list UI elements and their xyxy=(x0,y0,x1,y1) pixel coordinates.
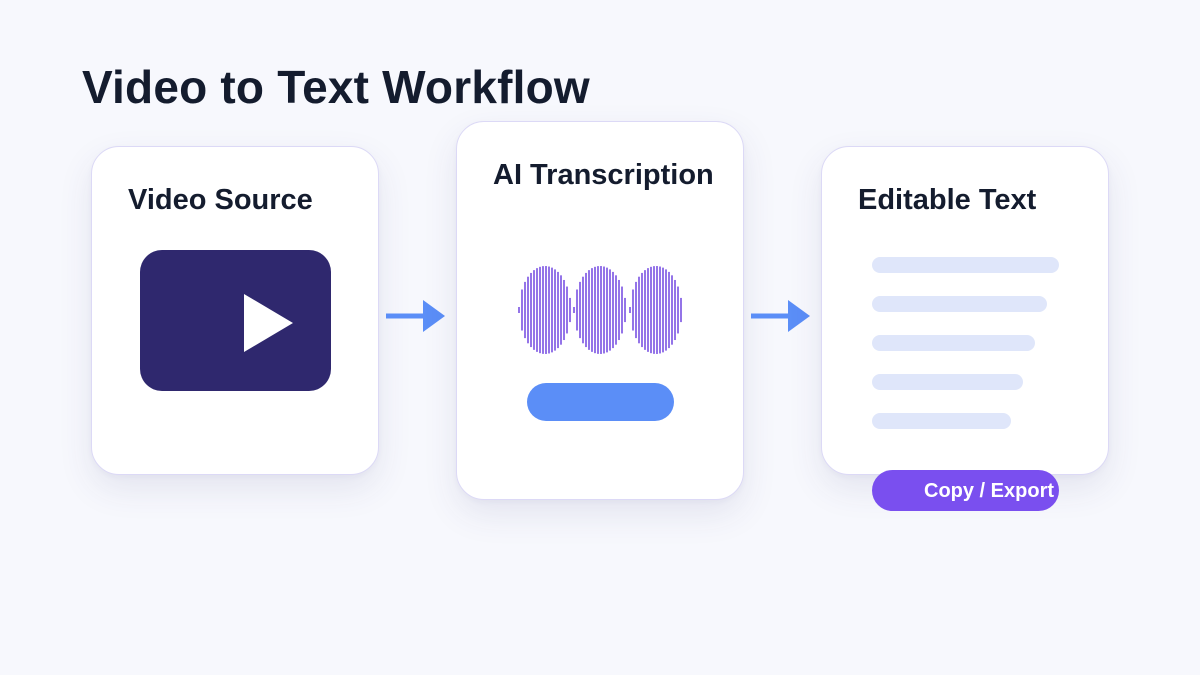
video-source-card: Video Source xyxy=(91,146,379,475)
waveform-bar xyxy=(677,286,679,334)
waveform-bar xyxy=(656,266,658,354)
editable-text-card: Editable Text xyxy=(821,146,1109,475)
waveform-bar xyxy=(569,297,571,323)
waveform-bar xyxy=(536,268,538,352)
waveform-bar xyxy=(600,266,602,354)
waveform-bar xyxy=(603,266,605,354)
waveform-bar xyxy=(594,266,596,354)
waveform-bar xyxy=(518,307,520,313)
waveform-bar xyxy=(644,270,646,350)
waveform-bar xyxy=(668,271,670,349)
text-line xyxy=(872,413,1011,429)
copy-export-label: Copy / Export xyxy=(924,480,1055,502)
waveform-bar xyxy=(662,267,664,353)
waveform-bar xyxy=(671,275,673,345)
waveform-bar xyxy=(647,268,649,352)
waveform-bar xyxy=(659,266,661,354)
video-source-title: Video Source xyxy=(128,184,313,216)
video-player xyxy=(140,250,331,391)
waveform-bar xyxy=(680,297,682,323)
waveform-bar xyxy=(554,269,556,351)
waveform-bar xyxy=(563,279,565,341)
play-icon xyxy=(244,294,293,352)
waveform-bar xyxy=(551,267,553,353)
waveform-bar xyxy=(638,276,640,344)
waveform-bar xyxy=(650,266,652,354)
waveform-bar xyxy=(557,271,559,349)
waveform-bar xyxy=(615,275,617,345)
waveform-bar xyxy=(641,272,643,348)
text-line xyxy=(872,335,1035,351)
waveform-bar xyxy=(585,272,587,348)
waveform-bar xyxy=(548,266,550,354)
waveform-bar xyxy=(597,266,599,354)
waveform-bar xyxy=(609,269,611,351)
waveform-bar xyxy=(527,276,529,344)
waveform-icon xyxy=(518,266,682,354)
text-line xyxy=(872,374,1023,390)
editable-text-title: Editable Text xyxy=(858,184,1037,216)
ai-transcription-title: AI Transcription xyxy=(493,159,714,191)
ai-transcription-card: AI Transcription xyxy=(456,121,744,500)
waveform-bar xyxy=(530,272,532,348)
waveform-bar xyxy=(612,271,614,349)
waveform-bar xyxy=(632,289,634,331)
waveform-bar xyxy=(653,266,655,354)
waveform-bar xyxy=(624,297,626,323)
text-line xyxy=(872,257,1059,273)
waveform-bar xyxy=(591,268,593,352)
waveform-bar xyxy=(521,289,523,331)
waveform-bar xyxy=(618,279,620,341)
waveform-bar xyxy=(635,281,637,339)
waveform-bar xyxy=(566,286,568,334)
waveform-bar xyxy=(629,307,631,313)
copy-export-button[interactable]: Copy / Export xyxy=(872,470,1059,511)
waveform-bar xyxy=(542,266,544,354)
waveform-bar xyxy=(539,266,541,354)
arrow-right-icon xyxy=(386,300,445,332)
waveform-bar xyxy=(576,289,578,331)
waveform-bar xyxy=(579,281,581,339)
diagram-title: Video to Text Workflow xyxy=(82,61,590,113)
waveform-bar xyxy=(560,275,562,345)
text-line xyxy=(872,296,1047,312)
waveform-bar xyxy=(674,279,676,341)
waveform-bar xyxy=(545,266,547,354)
waveform-bar xyxy=(588,270,590,350)
waveform-bar xyxy=(621,286,623,334)
arrow-right-icon xyxy=(751,300,810,332)
waveform-bar xyxy=(665,269,667,351)
waveform-bar xyxy=(573,307,575,313)
waveform-bar xyxy=(524,281,526,339)
processing-bar xyxy=(527,383,674,421)
waveform-bar xyxy=(606,267,608,353)
waveform-bar xyxy=(533,270,535,350)
waveform-bar xyxy=(582,276,584,344)
